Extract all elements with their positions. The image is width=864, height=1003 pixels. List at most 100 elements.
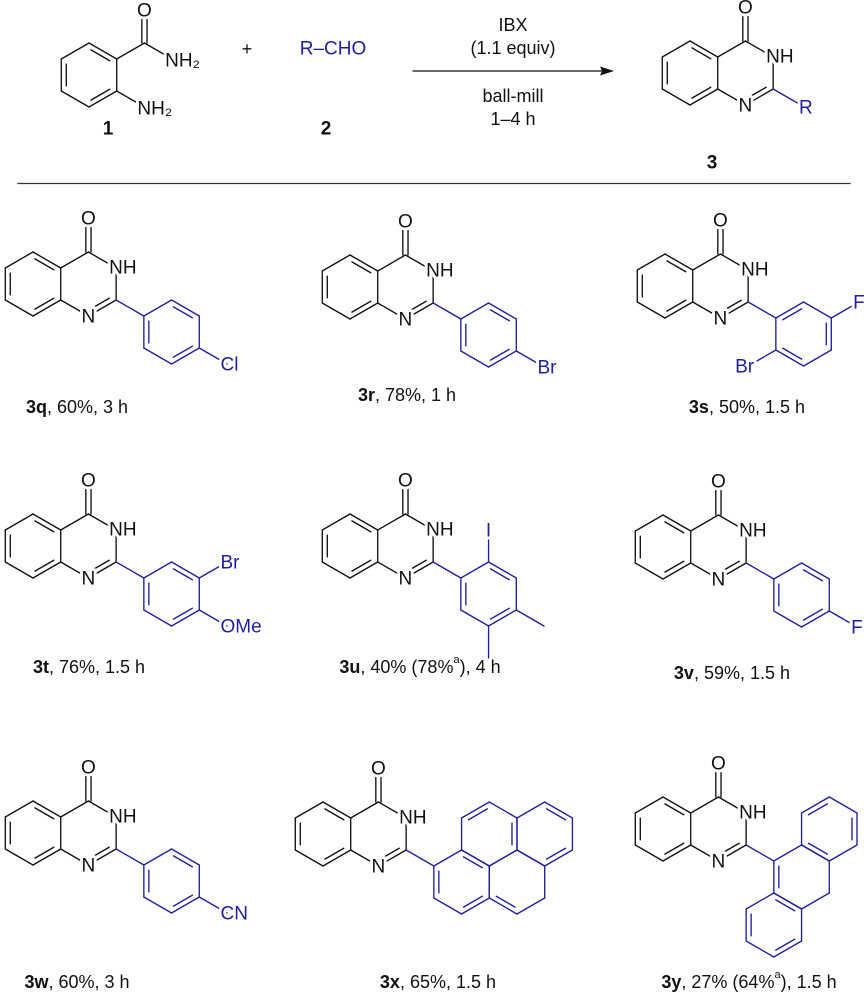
bond [60,513,90,531]
ring-bond [460,897,490,915]
double-bond-line [802,608,824,621]
bond [87,800,117,818]
compound-id: 3r [358,385,375,405]
reagent-label: IBX [498,15,527,35]
ring-bond [487,350,517,368]
ring-bond [4,251,34,269]
double-bond-line [545,847,567,860]
separator: , [709,397,719,417]
nitrogen-atom-label: N [82,569,96,590]
ring-bond [143,896,173,914]
aryl-bond [432,302,462,320]
ring-bond [634,844,664,862]
ring-bond [634,562,664,580]
oxygen-atom-label: O [81,758,96,779]
ring-bond [488,801,518,819]
ring-bond [88,90,118,108]
double-bond-line [664,560,685,573]
compound-id: 3s [689,397,709,417]
substituent-bond [830,301,860,319]
bond [717,514,747,532]
aryl-bond [115,299,145,317]
ring-bond [662,514,692,532]
nh-atom-label: NH [741,260,768,281]
double-bond-line [719,560,740,573]
ring-bond [636,301,666,319]
substituent-label-br: Br [537,358,557,379]
double-bond-line [489,568,511,581]
separator: , [446,972,456,992]
double-bond-line [172,855,194,868]
yield: 76% [59,657,95,677]
compound-id: 3u [339,657,360,677]
product-caption: 3t, 76%, 1.5 h [33,657,145,677]
double-bond-line [545,808,567,821]
bond [717,844,747,862]
reaction-time: 1.5 h [456,972,496,992]
amide-nh2-label: NH₂ [165,51,200,72]
separator: , [95,657,105,677]
double-bond-line [802,569,824,582]
double-bond-line [406,559,427,572]
ring-bond [88,42,118,60]
reaction-time: 3 h [105,972,130,992]
oxygen-atom-label: O [738,0,753,19]
time-label: 1–4 h [490,109,535,129]
ring-bond [170,561,200,579]
ring-bond [487,302,517,320]
ring-bond [773,940,803,958]
double-bond-line [775,938,796,951]
separator: , [740,663,750,683]
nh-atom-label: NH [426,520,453,541]
ring-bond [800,610,830,628]
bond [87,513,117,531]
r-group-label: R [799,98,813,119]
bond [719,253,749,271]
ring-bond [775,301,805,319]
bond [744,40,774,58]
ring-bond [773,610,803,628]
nitrogen-atom-label: N [399,310,413,331]
double-bond-line [719,842,740,855]
nitrogen-atom-label: N [82,307,96,328]
ring-bond [349,302,379,320]
ring-bond [800,892,830,910]
substituent-label-br: Br [220,553,240,574]
equiv-label: (1.1 equiv) [470,38,555,58]
separator: , [360,657,370,677]
bond [690,562,720,580]
bond [60,561,90,579]
substituent-label-f: F [853,293,864,314]
footnote-marker: a [774,969,781,981]
double-bond-line [495,895,516,908]
separator: , [755,397,765,417]
ring-bond [32,561,62,579]
double-bond-line [775,899,796,912]
oxygen-atom-label: O [713,211,728,232]
reaction-time: 1.5 h [105,657,145,677]
ring-bond [544,801,574,819]
bond [350,849,380,867]
amine-nh2-label: NH₂ [137,99,172,120]
ring-bond [802,349,832,367]
bond [404,302,434,320]
substituent-label-cn: CN [220,904,247,925]
separator: , [694,663,704,683]
product-caption: 3v, 59%, 1.5 h [674,663,790,683]
bond [87,561,117,579]
double-bond-line [90,88,111,101]
product-caption: 3y, 27% (64%a), 1.5 h [661,969,836,992]
oxygen-atom-label: O [398,471,413,492]
ring-bond [487,561,517,579]
ring-bond [170,347,200,365]
ring-bond [460,302,490,320]
separator: , [93,397,103,417]
ring-bond [143,299,173,317]
separator: , [49,657,59,677]
double-bond-line [782,308,803,321]
yield: 78% [385,385,421,405]
ring-bond [689,88,719,106]
